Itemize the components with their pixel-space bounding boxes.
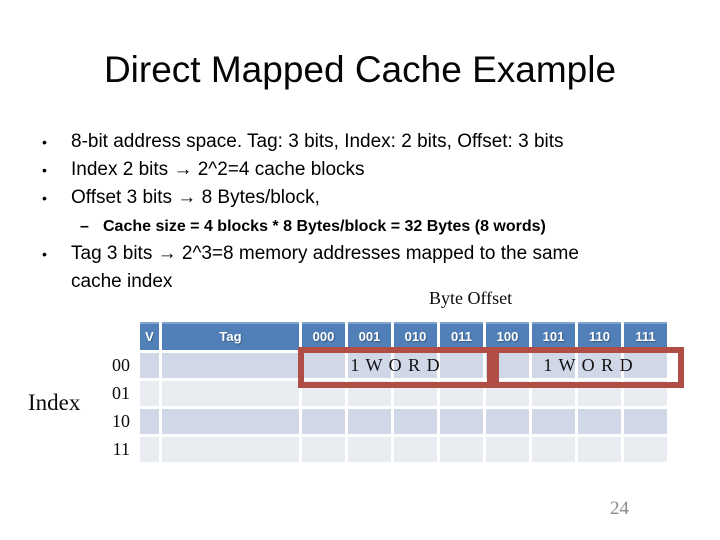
table-cell [440,409,483,434]
table-cell [140,353,159,378]
table-cell [348,409,391,434]
table-cell [532,409,575,434]
byte-offset-label: Byte Offset [429,288,513,308]
table-cell [140,437,159,462]
bullet-text: Offset 3 bits → 8 Bytes/block, [71,187,320,208]
header-cell-000: 000 [302,322,345,350]
header-cell-tag: Tag [162,322,299,350]
table-cell [162,381,299,406]
bullet-text: 8-bit address space. Tag: 3 bits, Index:… [71,131,564,152]
word-label-left: 1 W O R D [350,355,441,375]
header-cell-011: 011 [440,322,483,350]
header-cell-110: 110 [578,322,621,350]
table-cell [532,353,575,378]
table-cell [440,437,483,462]
table-cell [140,381,159,406]
header-cell-v: V [140,322,159,350]
bullet-item-3: • Offset 3 bits → 8 Bytes/block, [42,184,320,212]
bullet-item-1: • 8-bit address space. Tag: 3 bits, Index… [42,128,564,156]
bullet-icon: • [42,162,47,178]
dash-icon: – [80,218,89,235]
table-cell [162,353,299,378]
row-label-10: 10 [112,411,130,431]
table-cell [394,437,437,462]
bullet-icon: • [42,134,47,150]
header-cell-111: 111 [624,322,667,350]
bullet-icon: • [42,246,47,262]
sub-bullet-text: Cache size = 4 blocks * 8 Bytes/block = … [103,218,546,235]
word-highlight-box-left [298,347,493,388]
index-label: Index [28,390,81,415]
table-cell [486,409,529,434]
header-cell-010: 010 [394,322,437,350]
table-cell [394,409,437,434]
bullet-text: Index 2 bits → 2^2=4 cache blocks [71,159,365,180]
table-cell [624,409,667,434]
header-cell-100: 100 [486,322,529,350]
table-cell [302,353,345,378]
table-cell [302,437,345,462]
table-cell [140,409,159,434]
row-label-00: 00 [112,355,130,375]
row-label-11: 11 [112,439,130,459]
header-cell-101: 101 [532,322,575,350]
table-cell [578,353,621,378]
table-cell [440,353,483,378]
sub-bullet-item: –Cache size = 4 blocks * 8 Bytes/block =… [80,216,546,238]
bullet-item-2: • Index 2 bits → 2^2=4 cache blocks [42,156,365,184]
table-cell [162,409,299,434]
word-label-right: 1 W O R D [543,355,634,375]
row-label-01: 01 [112,383,130,403]
table-cell [532,437,575,462]
page-number: 24 [610,498,629,519]
table-cell [394,353,437,378]
table-cell [348,353,391,378]
table-cell [624,437,667,462]
table-cell [302,409,345,434]
header-cell-001: 001 [348,322,391,350]
table-cell [162,437,299,462]
table-cell [578,437,621,462]
table-cell [486,437,529,462]
bullet-item-4: • Tag 3 bits → 2^3=8 memory addresses map… [42,240,611,296]
table-cell [578,409,621,434]
cache-table: V Tag 000 001 010 011 100 101 110 111 [140,322,667,462]
table-cell [624,353,667,378]
word-highlight-box-right [493,347,684,388]
bullet-icon: • [42,190,47,206]
page-title: Direct Mapped Cache Example [103,49,617,90]
bullet-text: Tag 3 bits → 2^3=8 memory addresses mapp… [71,243,579,292]
table-cell [348,437,391,462]
